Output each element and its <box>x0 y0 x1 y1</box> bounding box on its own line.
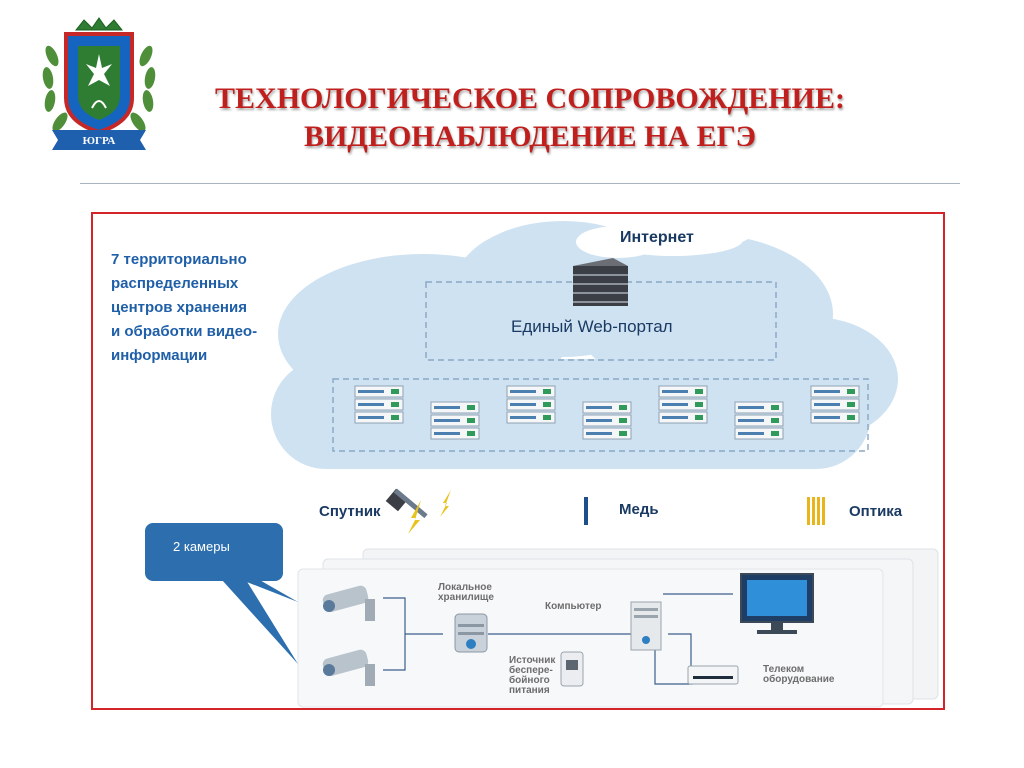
storage-line: распределенных <box>111 275 239 292</box>
page-title: ТЕХНОЛОГИЧЕСКОЕ СОПРОВОЖДЕНИЕ: ВИДЕОНАБЛ… <box>150 80 910 156</box>
cameras-callout <box>145 523 298 664</box>
server-rack-icon <box>582 401 632 440</box>
title-divider <box>80 183 960 184</box>
site-panel <box>297 548 939 708</box>
portal-label: Единый Web-портал <box>511 317 673 336</box>
local-storage-icon <box>454 613 488 653</box>
satellite-icon <box>385 488 451 534</box>
telecom-equipment-icon <box>687 665 739 685</box>
copper-label: Медь <box>619 501 659 518</box>
storage-centers-text: 7 территориально распределенных центров … <box>111 248 257 368</box>
server-rack-icon <box>430 401 480 440</box>
coat-of-arms-emblem: ЮГРА <box>42 17 156 150</box>
network-diagram <box>145 214 939 708</box>
ups-icon <box>560 651 584 687</box>
title-line-2: ВИДЕОНАБЛЮДЕНИЕ НА ЕГЭ <box>303 120 757 153</box>
monitor-icon <box>740 573 814 634</box>
servers-zone <box>332 378 869 452</box>
cameras-callout-label: 2 камеры <box>173 539 230 554</box>
optics-label: Оптика <box>849 503 903 520</box>
web-portal-server-icon <box>573 258 628 306</box>
satellite-label: Спутник <box>319 503 381 520</box>
telecom-label: Телеком оборудование <box>763 664 835 685</box>
storage-line: и обработки видео- <box>111 323 258 340</box>
storage-line: центров хранения <box>111 299 247 316</box>
camera-icon <box>322 585 375 621</box>
server-rack-icon <box>810 385 860 424</box>
storage-line: информации <box>111 347 208 364</box>
camera-icon <box>322 649 375 686</box>
storage-line: 7 территориально <box>111 251 247 268</box>
server-rack-icon <box>354 385 404 424</box>
internet-cloud <box>576 214 756 258</box>
server-rack-icon <box>734 401 784 440</box>
internet-label: Интернет <box>620 229 694 246</box>
optics-lines-icon <box>807 497 825 525</box>
coat-of-arms-label: ЮГРА <box>83 135 116 147</box>
ups-label: Источник беспере- бойного питания <box>509 655 556 696</box>
server-rack-icon <box>658 385 708 424</box>
server-rack-icon <box>506 385 556 424</box>
computer-label: Компьютер <box>545 601 602 612</box>
copper-line-icon <box>584 497 588 525</box>
title-line-1: ТЕХНОЛОГИЧЕСКОЕ СОПРОВОЖДЕНИЕ: <box>215 82 845 115</box>
diagram-frame: 7 территориально распределенных центров … <box>91 212 945 710</box>
computer-icon <box>630 601 662 651</box>
server-racks <box>354 385 860 440</box>
local-storage-label: Локальное хранилище <box>438 582 494 603</box>
